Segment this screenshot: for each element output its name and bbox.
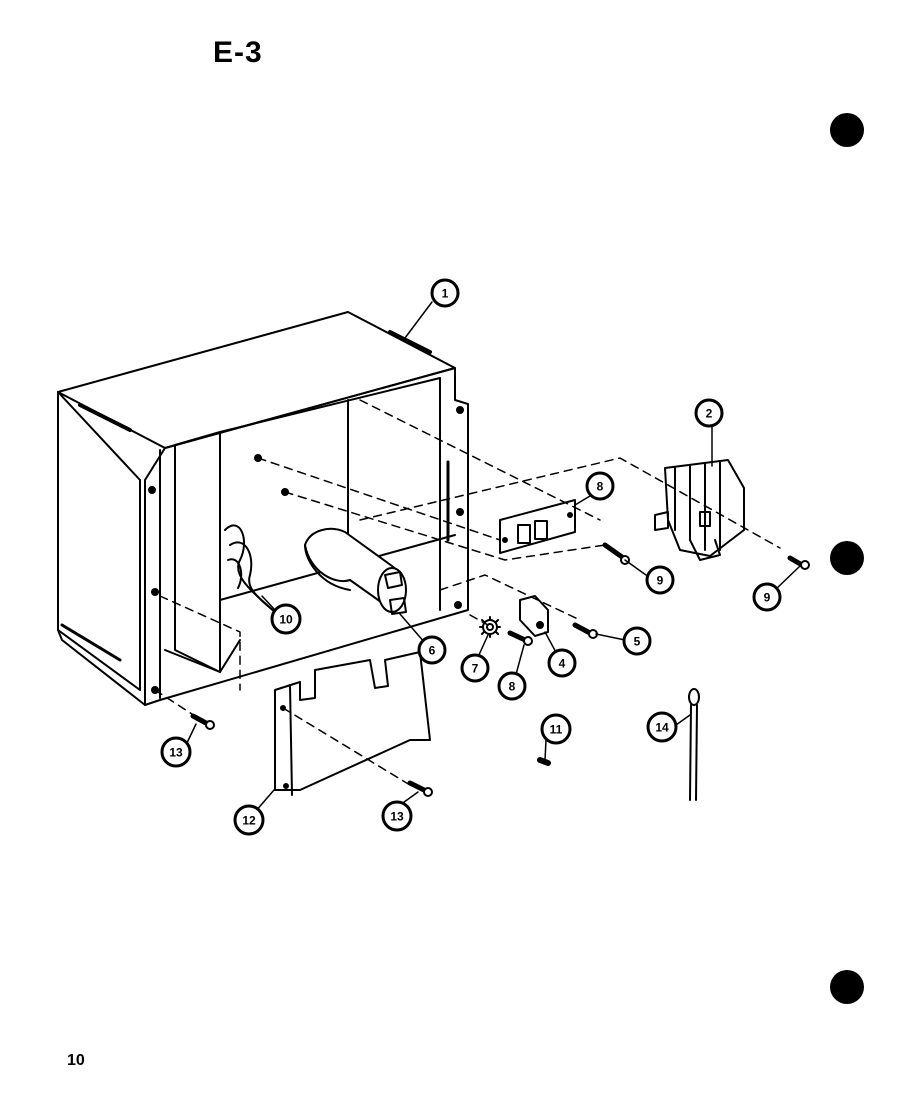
- callout-part-7: 7: [460, 653, 490, 683]
- star-washer: [479, 616, 501, 638]
- callout-part-14: 14: [646, 711, 678, 743]
- cover-plate: [274, 651, 431, 796]
- svg-text:4: 4: [559, 657, 566, 671]
- svg-text:8: 8: [509, 680, 516, 694]
- callout-part-2: 2: [694, 398, 724, 428]
- wire-harness: [224, 524, 279, 616]
- svg-text:6: 6: [429, 644, 436, 658]
- svg-text:10: 10: [279, 613, 293, 627]
- mounting-bracket: [519, 595, 549, 637]
- cotter-pin: [688, 688, 700, 801]
- callout-part-6: 6: [417, 635, 447, 665]
- svg-text:9: 9: [657, 574, 664, 588]
- callout-part-13b: 13: [381, 800, 413, 832]
- explode-lines: [154, 399, 781, 786]
- callout-part-1: 1: [430, 278, 460, 308]
- callout-part-9a: 9: [645, 565, 675, 595]
- page-number: 10: [67, 1052, 85, 1069]
- svg-text:11: 11: [550, 723, 563, 737]
- callout-part-11: 11: [540, 713, 572, 745]
- binder-hole-bottom: [830, 970, 864, 1004]
- capacitor: [304, 527, 407, 615]
- svg-text:9: 9: [764, 591, 771, 605]
- cabinet-housing: [57, 311, 469, 706]
- svg-text:13: 13: [169, 746, 183, 760]
- diagram-title: E-3: [213, 36, 263, 69]
- svg-text:12: 12: [242, 814, 256, 828]
- binder-hole-top: [830, 113, 864, 147]
- terminal-block: [499, 499, 576, 554]
- callout-part-10: 10: [270, 603, 302, 635]
- binder-hole-middle: [830, 541, 864, 575]
- svg-text:13: 13: [390, 810, 404, 824]
- callout-part-terminal: 8: [585, 471, 615, 501]
- svg-text:14: 14: [655, 721, 669, 735]
- screws: [190, 542, 810, 797]
- callout-group: 1 2 8 9 9 5 4: [160, 278, 782, 836]
- callout-part-5: 5: [622, 626, 652, 656]
- svg-text:2: 2: [706, 407, 713, 421]
- callout-part-13a: 13: [160, 736, 192, 768]
- callout-part-4: 4: [547, 648, 577, 678]
- callout-part-12: 12: [233, 804, 265, 836]
- svg-text:1: 1: [442, 287, 449, 301]
- callout-part-9b: 9: [752, 582, 782, 612]
- switch-contactor: [654, 459, 745, 561]
- svg-text:8: 8: [597, 480, 604, 494]
- callout-part-8: 8: [497, 671, 527, 701]
- svg-text:5: 5: [634, 635, 641, 649]
- svg-text:7: 7: [472, 662, 479, 676]
